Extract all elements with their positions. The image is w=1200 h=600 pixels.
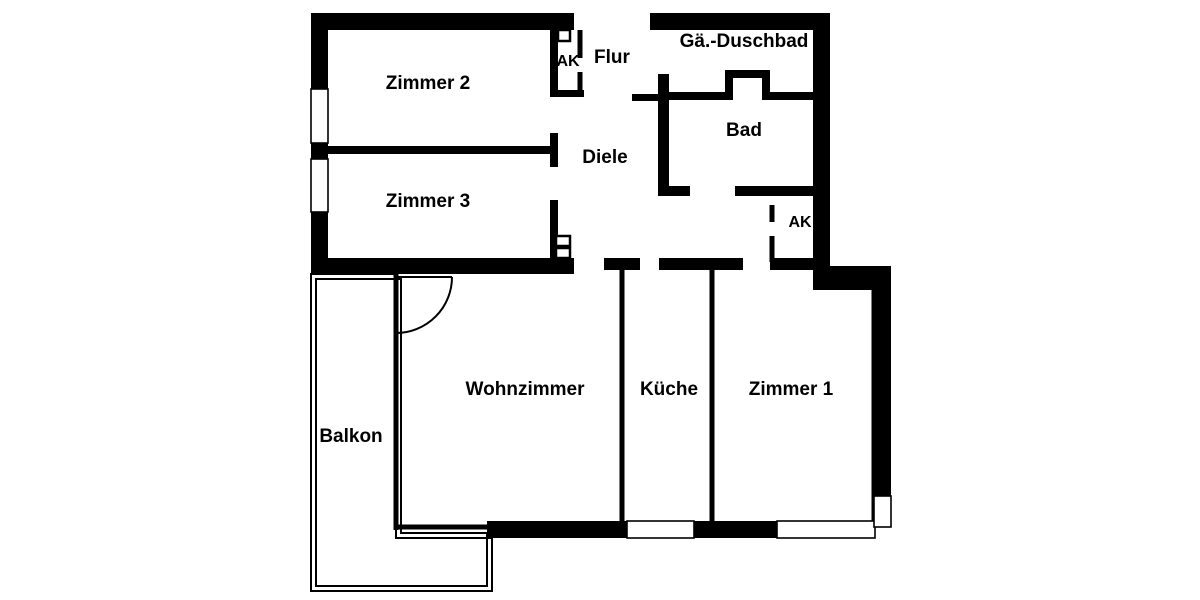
door-mark-layer bbox=[554, 28, 572, 260]
window-left-upper bbox=[310, 88, 329, 144]
stub-kz-top bbox=[659, 258, 743, 270]
outer-top-right bbox=[650, 13, 830, 30]
stub-wzk-top bbox=[604, 258, 640, 270]
bad-bottom-right bbox=[735, 186, 813, 196]
wohnzimmer-balkon-door-arc bbox=[395, 276, 453, 334]
room-label-zimmer1: Zimmer 1 bbox=[749, 379, 834, 400]
window-bottom-1 bbox=[626, 520, 695, 539]
door-mark-z3-a bbox=[554, 234, 572, 248]
bad-top-right-seg bbox=[762, 92, 814, 100]
bad-bottom-left bbox=[658, 186, 690, 196]
wohnzimmer-balkon-door-leaf bbox=[395, 276, 452, 333]
outer-right-upper bbox=[813, 13, 830, 266]
outer-right-lower bbox=[874, 266, 891, 496]
ak-right-floor bbox=[770, 258, 814, 270]
room-label-balkon: Balkon bbox=[319, 426, 382, 447]
door-mark-ak-a bbox=[556, 28, 572, 43]
room-label-diele: Diele bbox=[582, 147, 627, 168]
bad-top-left-seg bbox=[669, 92, 725, 100]
z2-z3-divider bbox=[322, 146, 558, 154]
bottom-wall-a bbox=[487, 521, 627, 538]
bad-left-wall bbox=[658, 74, 669, 196]
room-label-zimmer3: Zimmer 3 bbox=[386, 191, 470, 212]
door-mark-z3-b bbox=[554, 246, 572, 260]
room-label-ga_duschbad: Gä.-Duschbad bbox=[680, 31, 809, 52]
thick-wall-layer bbox=[311, 13, 891, 538]
room-label-flur: Flur bbox=[594, 47, 630, 68]
room-label-zimmer2: Zimmer 2 bbox=[386, 73, 470, 94]
window-bottom-2 bbox=[776, 520, 876, 539]
bottom-wall-b bbox=[694, 521, 777, 538]
flur-bottom bbox=[550, 90, 584, 97]
z2-z3-div-end bbox=[550, 133, 558, 167]
room-label-ak_top: AK bbox=[556, 53, 580, 70]
room-label-wohnzimmer: Wohnzimmer bbox=[466, 379, 586, 400]
room-label-kueche: Küche bbox=[640, 379, 698, 400]
medium-wall-layer bbox=[322, 27, 814, 258]
flur-left-wall bbox=[550, 27, 558, 97]
bad-top-notch-l bbox=[725, 70, 733, 100]
door-swing-layer bbox=[395, 276, 453, 334]
bad-top-notch-r bbox=[762, 70, 770, 100]
bad-top-notch-t bbox=[725, 70, 770, 78]
outer-bottom-mid bbox=[311, 258, 574, 274]
outer-top-left bbox=[311, 13, 574, 30]
z3-right-wall bbox=[550, 200, 558, 258]
outer-left-upper bbox=[311, 13, 328, 89]
window-right-low bbox=[873, 495, 892, 528]
window-layer bbox=[310, 88, 892, 539]
room-label-bad: Bad bbox=[726, 120, 762, 141]
room-label-ak_right: AK bbox=[788, 214, 812, 231]
diele-stub bbox=[632, 94, 659, 101]
window-left-lower bbox=[310, 158, 329, 213]
room-label-layer: Zimmer 2 Zimmer 3 AK Flur Gä.-DuschbadBadDie… bbox=[319, 31, 833, 447]
